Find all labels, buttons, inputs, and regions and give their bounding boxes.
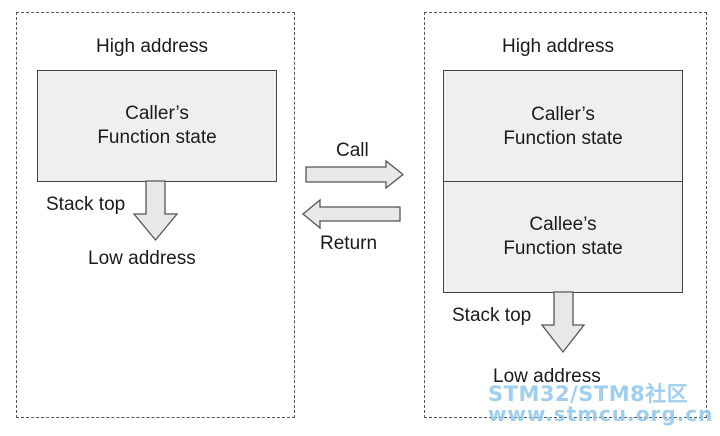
left-high-address-label: High address [96, 36, 208, 57]
right-high-address-label: High address [502, 36, 614, 57]
left-caller-line2: Function state [97, 127, 217, 148]
left-caller-line1: Caller’s [125, 103, 189, 124]
left-low-address-label: Low address [88, 248, 196, 269]
return-label: Return [320, 233, 378, 254]
right-callee-state-box: Callee’s Function state [443, 181, 683, 293]
right-callee-line2: Function state [503, 238, 623, 259]
right-callee-line1: Callee’s [529, 214, 597, 235]
right-stack-top-label: Stack top [452, 305, 532, 326]
right-stack-panel [424, 12, 707, 418]
right-caller-line2: Function state [503, 127, 623, 149]
call-label: Call [336, 140, 369, 161]
left-stack-panel [16, 12, 295, 418]
left-caller-state-box: Caller’s Function state [37, 70, 277, 182]
right-caller-line1: Caller’s [531, 103, 595, 125]
right-caller-state-box: Caller’s Function state [443, 70, 683, 183]
right-low-address-label: Low address [493, 366, 601, 387]
watermark-site-url: www.stmcu.org.cn [488, 402, 714, 426]
left-stack-top-label: Stack top [46, 194, 126, 215]
watermark-site-name: STM32/STM8社区 [488, 382, 689, 406]
